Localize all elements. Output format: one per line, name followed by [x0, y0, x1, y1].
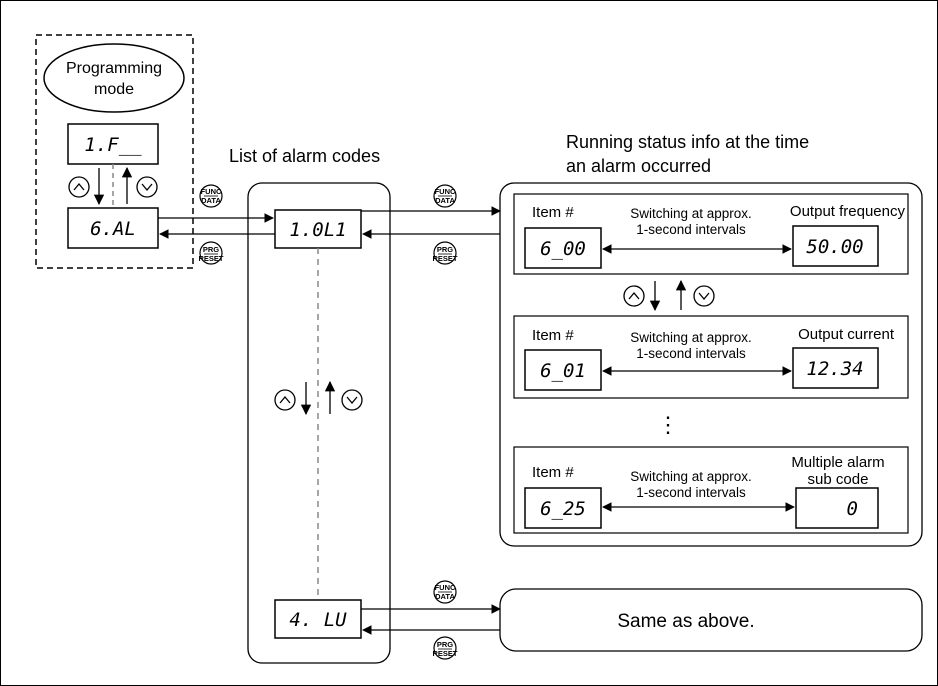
status-item-1: Item # Output frequency Switching at app… [513, 193, 909, 275]
alarm-code-last [274, 599, 362, 639]
svg-text:PRG: PRG [437, 245, 453, 254]
status-item-2-frame [513, 315, 909, 399]
item-1-value: 50.00 [806, 236, 863, 258]
svg-text:DATA: DATA [435, 592, 455, 601]
up-arrow-key-icon[interactable] [68, 176, 90, 198]
item-2-code: 6_01 [540, 360, 586, 382]
item-1-code: 6_00 [540, 238, 586, 260]
func-data-key-icon[interactable]: FUNC DATA [199, 184, 223, 208]
svg-text:DATA: DATA [435, 196, 455, 205]
up-arrow-key-icon[interactable] [623, 285, 645, 307]
running-status-title-1: Running status info at the time [566, 132, 809, 152]
running-status-panel: Item # Output frequency Switching at app… [499, 182, 923, 547]
up-arrow-key-icon[interactable] [274, 389, 296, 411]
alarm-list-title: List of alarm codes [229, 146, 380, 166]
display-bottom-text: 6.AL [90, 218, 136, 240]
prg-key-top: PRG [203, 245, 219, 254]
item-1-value-display [792, 225, 879, 267]
item-label: Item # [532, 464, 574, 481]
same-as-above-text: Same as above. [617, 611, 754, 632]
item-2-value: 12.34 [806, 358, 863, 380]
same-as-above-box [499, 588, 923, 652]
func-key-top: FUNC [201, 187, 222, 196]
status-item-1-frame [513, 193, 909, 275]
running-status-title-2: an alarm occurred [566, 156, 711, 176]
programming-mode-panel: Programming mode 1.F__ 6.AL [35, 34, 194, 269]
svg-text:FUNC: FUNC [435, 583, 456, 592]
down-arrow-key-icon[interactable] [693, 285, 715, 307]
item-3-code: 6_25 [540, 498, 586, 520]
item-2-name: Output current [798, 326, 895, 343]
item-3-name: Multiple alarm [791, 454, 884, 471]
display-top [67, 123, 159, 165]
prg-reset-key-icon[interactable]: PRG RESET [432, 241, 458, 265]
prg-key-bottom: RESET [198, 254, 223, 263]
item-2-switch-2: 1-second intervals [636, 346, 746, 361]
func-key-bottom: DATA [201, 196, 221, 205]
item-3-switch-2: 1-second intervals [636, 485, 746, 500]
display-bottom [67, 207, 159, 249]
item-3-value-display [795, 487, 879, 529]
func-data-key-icon[interactable]: FUNC DATA [433, 184, 457, 208]
item-3-code-display [524, 487, 602, 529]
status-item-3-frame [513, 446, 909, 534]
prg-reset-key-icon[interactable]: PRG RESET [432, 636, 458, 660]
display-top-text: 1.F__ [84, 134, 142, 156]
programming-mode-ellipse [43, 43, 185, 113]
prg-reset-key-icon[interactable]: PRG RESET [198, 241, 224, 265]
programming-mode-title-1: Programming [66, 60, 162, 77]
status-item-2: Item # Output current Switching at appro… [513, 315, 909, 399]
alarm-code-first-text: 1.0L1 [289, 219, 346, 241]
func-data-key-icon[interactable]: FUNC DATA [433, 580, 457, 604]
running-status-box [499, 182, 923, 547]
item-1-code-display [524, 227, 602, 269]
status-item-3: Item # Multiple alarm sub code Switching… [513, 446, 909, 534]
continuation-dots: ⋮ [657, 412, 679, 437]
item-3-name-2: sub code [808, 471, 869, 488]
item-1-switch-1: Switching at approx. [630, 206, 752, 221]
svg-text:RESET: RESET [432, 649, 457, 658]
item-2-code-display [524, 349, 602, 391]
svg-text:RESET: RESET [432, 254, 457, 263]
item-label: Item # [532, 327, 574, 344]
alarm-list-panel: 1.0L1 4. LU [247, 182, 391, 664]
programming-mode-title-2: mode [94, 81, 134, 98]
item-2-switch-1: Switching at approx. [630, 330, 752, 345]
item-3-value: 0 [847, 498, 858, 520]
item-2-value-display [792, 347, 879, 389]
svg-text:PRG: PRG [437, 640, 453, 649]
alarm-list-box [247, 182, 391, 664]
down-arrow-key-icon[interactable] [136, 176, 158, 198]
down-arrow-key-icon[interactable] [341, 389, 363, 411]
programming-mode-dashed-box [35, 34, 194, 269]
item-3-switch-1: Switching at approx. [630, 469, 752, 484]
svg-text:FUNC: FUNC [435, 187, 456, 196]
alarm-code-last-text: 4. LU [289, 609, 347, 631]
item-1-name: Output frequency [790, 203, 906, 220]
item-label: Item # [532, 204, 574, 221]
item-1-switch-2: 1-second intervals [636, 222, 746, 237]
